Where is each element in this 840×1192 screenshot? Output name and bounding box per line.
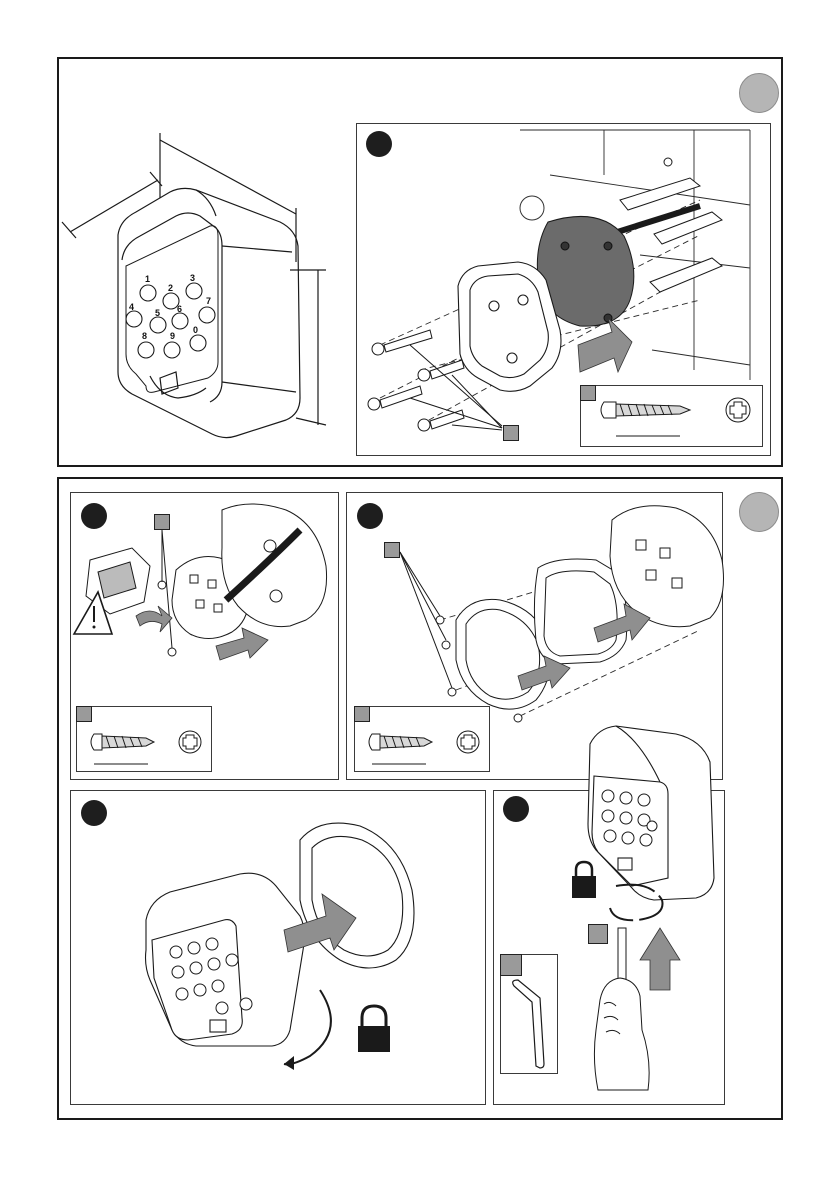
hex-key-icon <box>0 0 840 1192</box>
